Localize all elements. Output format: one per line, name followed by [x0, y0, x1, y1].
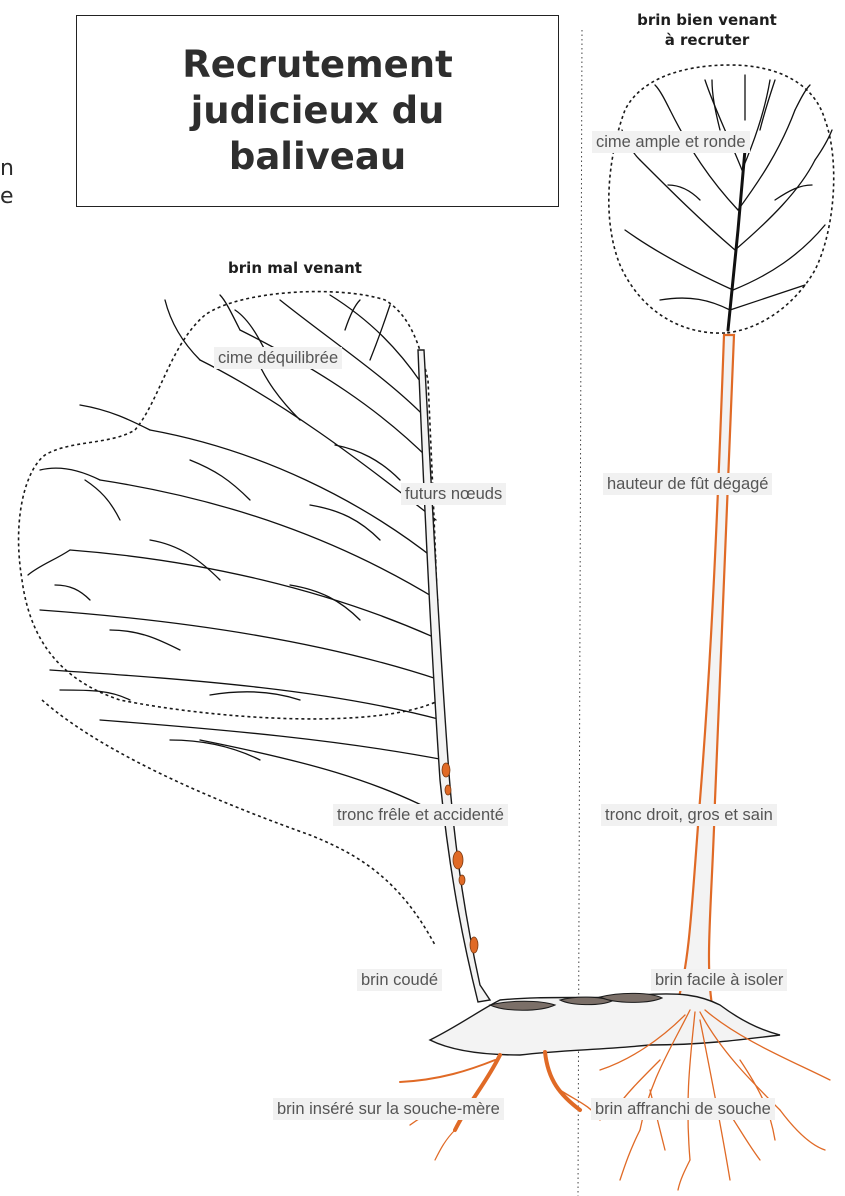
right-heading: brin bien venant à recruter — [612, 10, 802, 50]
label-easy-isolate: brin facile à isoler — [651, 969, 787, 991]
label-straight-trunk: tronc droit, gros et sain — [601, 804, 777, 826]
title-line-3: baliveau — [229, 134, 406, 180]
edge-text-fragment-1: n — [0, 155, 14, 183]
left-branches — [28, 295, 450, 820]
title-line-2: judicieux du — [191, 88, 445, 134]
label-crown-unbalanced: cime déquilibrée — [214, 347, 342, 369]
label-clear-bole: hauteur de fût dégagé — [603, 473, 772, 495]
label-bent-shoot: brin coudé — [357, 969, 442, 991]
label-future-knots: futurs nœuds — [401, 483, 506, 505]
right-heading-line-2: à recruter — [612, 30, 802, 50]
label-inserted-shoot: brin inséré sur la souche-mère — [273, 1098, 504, 1120]
edge-text-fragment-2: e — [0, 183, 14, 211]
label-freed-shoot: brin affranchi de souche — [591, 1098, 775, 1120]
right-trunk — [678, 335, 734, 1005]
left-heading: brin mal venant — [200, 258, 390, 278]
right-heading-line-1: brin bien venant — [612, 10, 802, 30]
label-frail-trunk: tronc frêle et accidenté — [333, 804, 508, 826]
title-box: Recrutement judicieux du baliveau — [76, 15, 559, 207]
title-line-1: Recrutement — [182, 42, 453, 88]
right-crown-outline — [609, 65, 834, 333]
left-trunk-wounds — [442, 763, 478, 953]
label-crown-round: cime ample et ronde — [592, 131, 750, 153]
